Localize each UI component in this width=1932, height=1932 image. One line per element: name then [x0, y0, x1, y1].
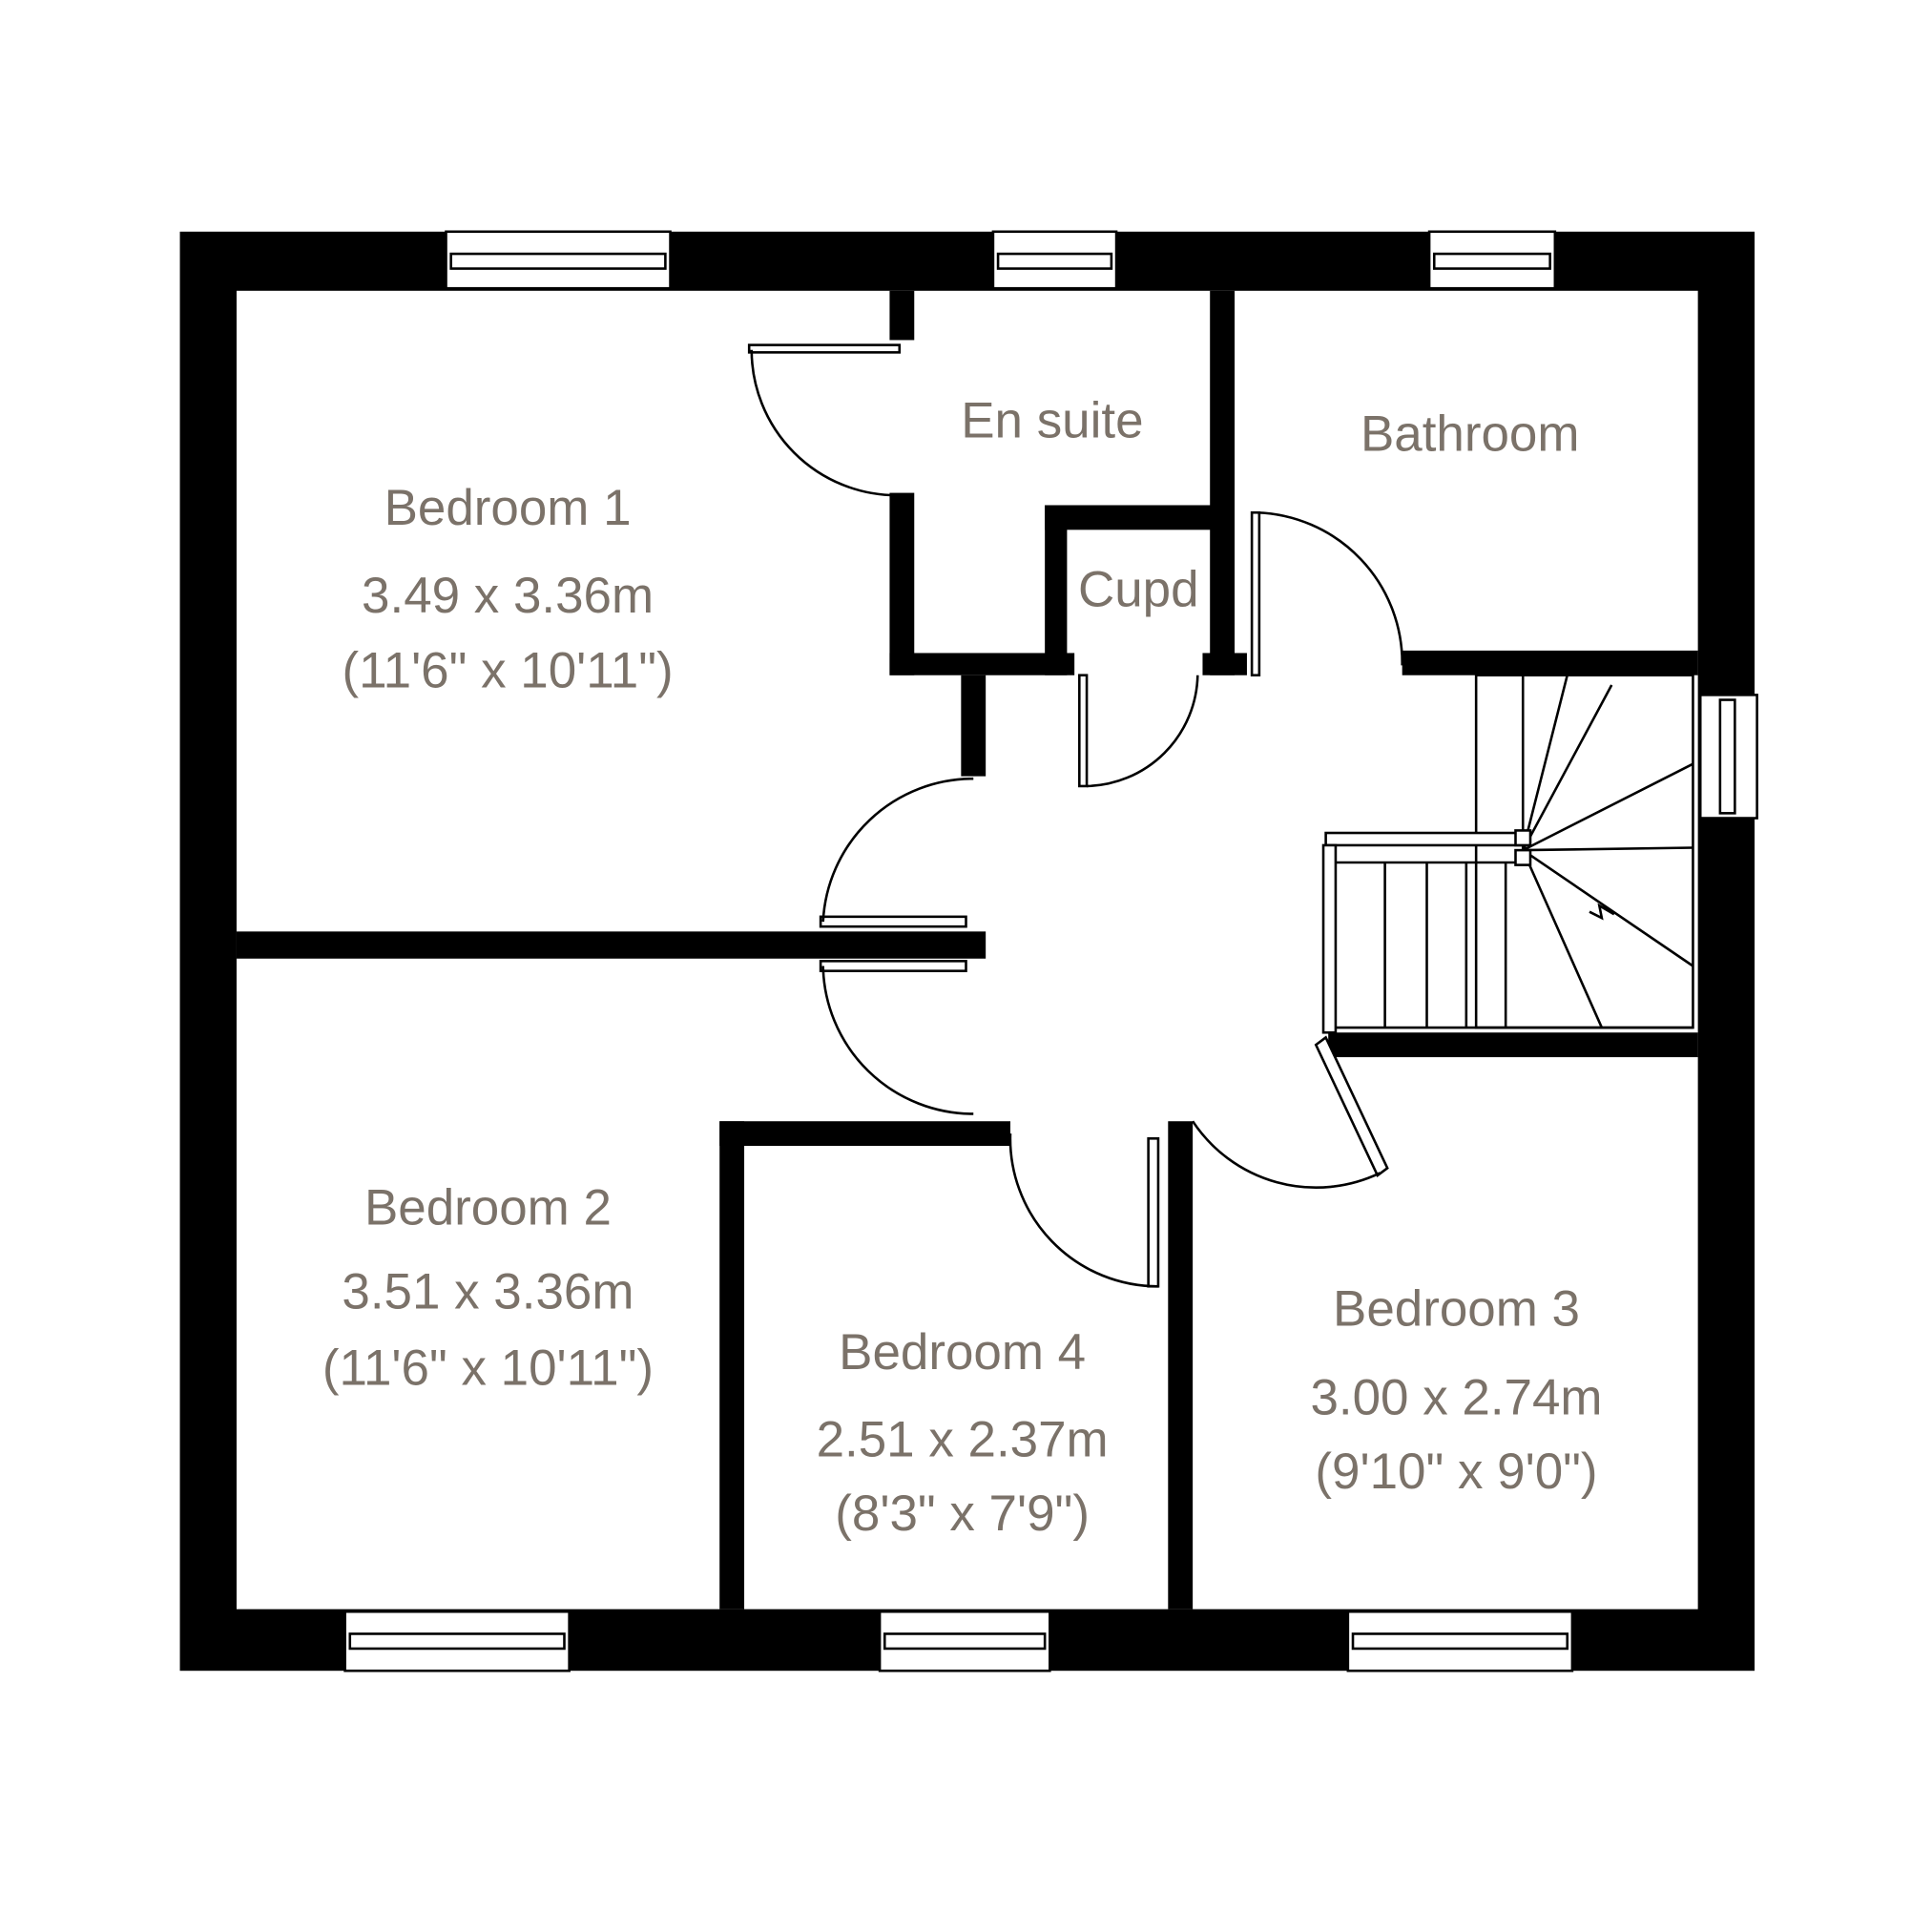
bedroom1-name: Bedroom 1	[384, 480, 632, 536]
bedroom4-metric: 2.51 x 2.37m	[817, 1411, 1109, 1467]
room-labels: Bedroom 1 3.49 x 3.36m (11'6" x 10'11") …	[322, 392, 1603, 1542]
bedroom3-metric: 3.00 x 2.74m	[1310, 1370, 1602, 1426]
bedroom2-name: Bedroom 2	[364, 1180, 612, 1236]
ensuite-name: En suite	[961, 392, 1143, 448]
bedroom1-metric: 3.49 x 3.36m	[362, 568, 654, 624]
cupboard-name: Cupd	[1078, 561, 1199, 617]
window-bedroom2	[343, 1610, 571, 1672]
bedroom3-name: Bedroom 3	[1333, 1281, 1580, 1338]
bedroom2-metric: 3.51 x 3.36m	[342, 1264, 634, 1320]
door-bedroom3	[1192, 1035, 1389, 1189]
bathroom-name: Bathroom	[1361, 406, 1580, 463]
window-ensuite	[991, 230, 1118, 290]
window-landing	[1698, 694, 1758, 820]
bedroom1-imperial: (11'6" x 10'11")	[342, 643, 673, 699]
door-bathroom	[1250, 510, 1403, 677]
window-bedroom4	[878, 1610, 1051, 1672]
staircase	[1321, 674, 1694, 1034]
bedroom4-imperial: (8'3" x 7'9")	[835, 1485, 1090, 1542]
bedroom3-imperial: (9'10" x 9'0")	[1315, 1444, 1597, 1500]
door-ensuite	[747, 343, 902, 497]
doors	[747, 343, 1403, 1288]
interior-walls	[236, 290, 1698, 1610]
bedroom2-imperial: (11'6" x 10'11")	[322, 1340, 654, 1397]
door-bedroom2	[819, 960, 974, 1115]
windows	[343, 230, 1758, 1672]
door-bedroom4	[1008, 1133, 1160, 1288]
door-cupboard	[1078, 674, 1199, 788]
window-bedroom1	[445, 230, 672, 290]
window-bathroom	[1427, 230, 1557, 290]
door-bedroom1	[819, 777, 974, 928]
window-bedroom3	[1346, 1610, 1574, 1672]
bedroom4-name: Bedroom 4	[839, 1324, 1086, 1381]
